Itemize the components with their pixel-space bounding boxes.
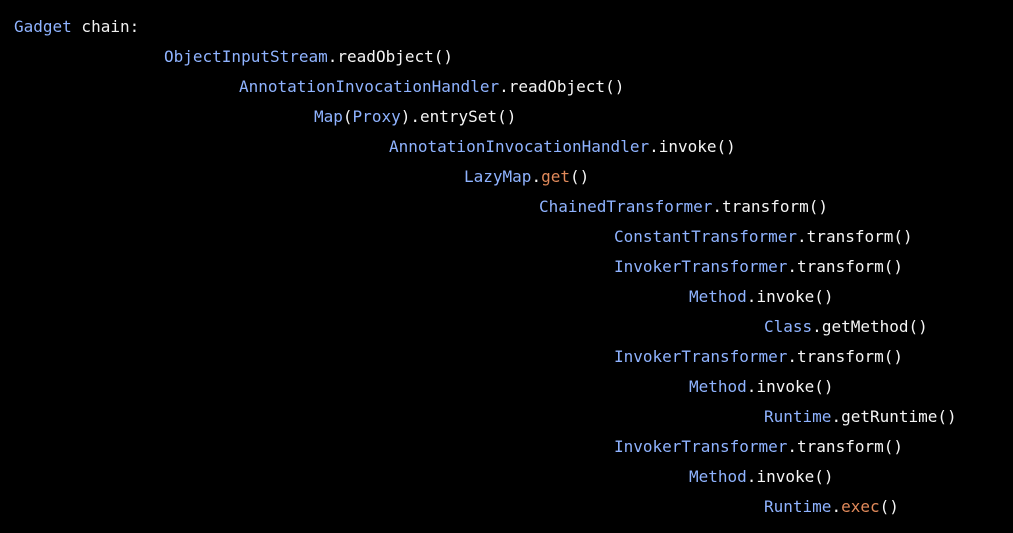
parens: () [879,497,899,516]
code-line: Method.invoke() [0,372,1013,402]
parens: () [497,107,517,126]
open-paren: ( [342,107,353,126]
parens: () [883,347,903,366]
method-name: transform [797,257,884,276]
method-name: transform [797,347,884,366]
parens: () [937,407,957,426]
gadget-chain-heading: Gadget chain: [0,12,1013,42]
dot: . [746,467,757,486]
class-name: Method [689,287,747,306]
class-name: ChainedTransformer [539,197,713,216]
method-name: getRuntime [841,407,938,426]
inner-class-name: Proxy [352,107,401,126]
class-name: Class [764,317,813,336]
method-name: transform [806,227,894,246]
method-name: getMethod [821,317,909,336]
class-name: Runtime [764,407,832,426]
method-name: readObject [337,47,434,66]
parens: () [893,227,913,246]
parens: () [814,467,834,486]
code-line: Class.getMethod() [0,312,1013,342]
dot: . [649,137,659,156]
code-line: AnnotationInvocationHandler.readObject() [0,72,1013,102]
code-line: Map(Proxy).entrySet() [0,102,1013,132]
class-name: InvokerTransformer [614,257,788,276]
code-line: ChainedTransformer.transform() [0,192,1013,222]
code-line: Method.invoke() [0,282,1013,312]
code-line: AnnotationInvocationHandler.invoke() [0,132,1013,162]
class-name: Runtime [764,497,832,516]
dot: . [812,317,822,336]
code-line: Method.invoke() [0,462,1013,492]
code-line: Runtime.exec() [0,492,1013,522]
dot: . [787,437,798,456]
code-line: LazyMap.get() [0,162,1013,192]
method-name: invoke [756,287,815,306]
class-name: Map [314,107,343,126]
method-name: invoke [658,137,717,156]
parens: () [908,317,928,336]
parens: () [605,77,625,96]
class-name: ObjectInputStream [164,47,328,66]
dot: . [797,227,807,246]
dot: . [787,347,798,366]
parens: () [433,47,453,66]
code-line: ConstantTransformer.transform() [0,222,1013,252]
class-name: Method [689,377,747,396]
dot: . [831,497,842,516]
code-line: InvokerTransformer.transform() [0,342,1013,372]
dot: . [327,47,338,66]
parens: () [716,137,736,156]
method-name: transform [797,437,884,456]
method-name: get [541,167,570,186]
heading-label: Gadget [14,17,72,36]
method-name: exec [841,497,880,516]
class-name: Method [689,467,747,486]
code-line: Runtime.getRuntime() [0,402,1013,432]
parens: () [814,287,834,306]
dot: . [531,167,542,186]
heading-suffix: chain: [71,17,140,36]
parens: () [883,257,903,276]
close-paren: ) [400,107,411,126]
class-name: LazyMap [464,167,532,186]
class-name: InvokerTransformer [614,437,788,456]
dot: . [712,197,723,216]
parens: () [808,197,828,216]
parens: () [569,167,590,186]
parens: () [814,377,834,396]
dot: . [831,407,842,426]
method-name: invoke [756,377,815,396]
dot: . [787,257,798,276]
method-name: readObject [508,77,606,96]
code-line: InvokerTransformer.transform() [0,432,1013,462]
method-name: entrySet [420,107,498,126]
class-name: AnnotationInvocationHandler [239,77,500,96]
dot: . [499,77,509,96]
dot: . [746,287,757,306]
method-name: invoke [756,467,815,486]
code-line: InvokerTransformer.transform() [0,252,1013,282]
parens: () [883,437,903,456]
code-line: ObjectInputStream.readObject() [0,42,1013,72]
method-name: transform [722,197,809,216]
class-name: ConstantTransformer [614,227,798,246]
class-name: AnnotationInvocationHandler [389,137,650,156]
dot: . [410,107,420,126]
class-name: InvokerTransformer [614,347,788,366]
dot: . [746,377,757,396]
